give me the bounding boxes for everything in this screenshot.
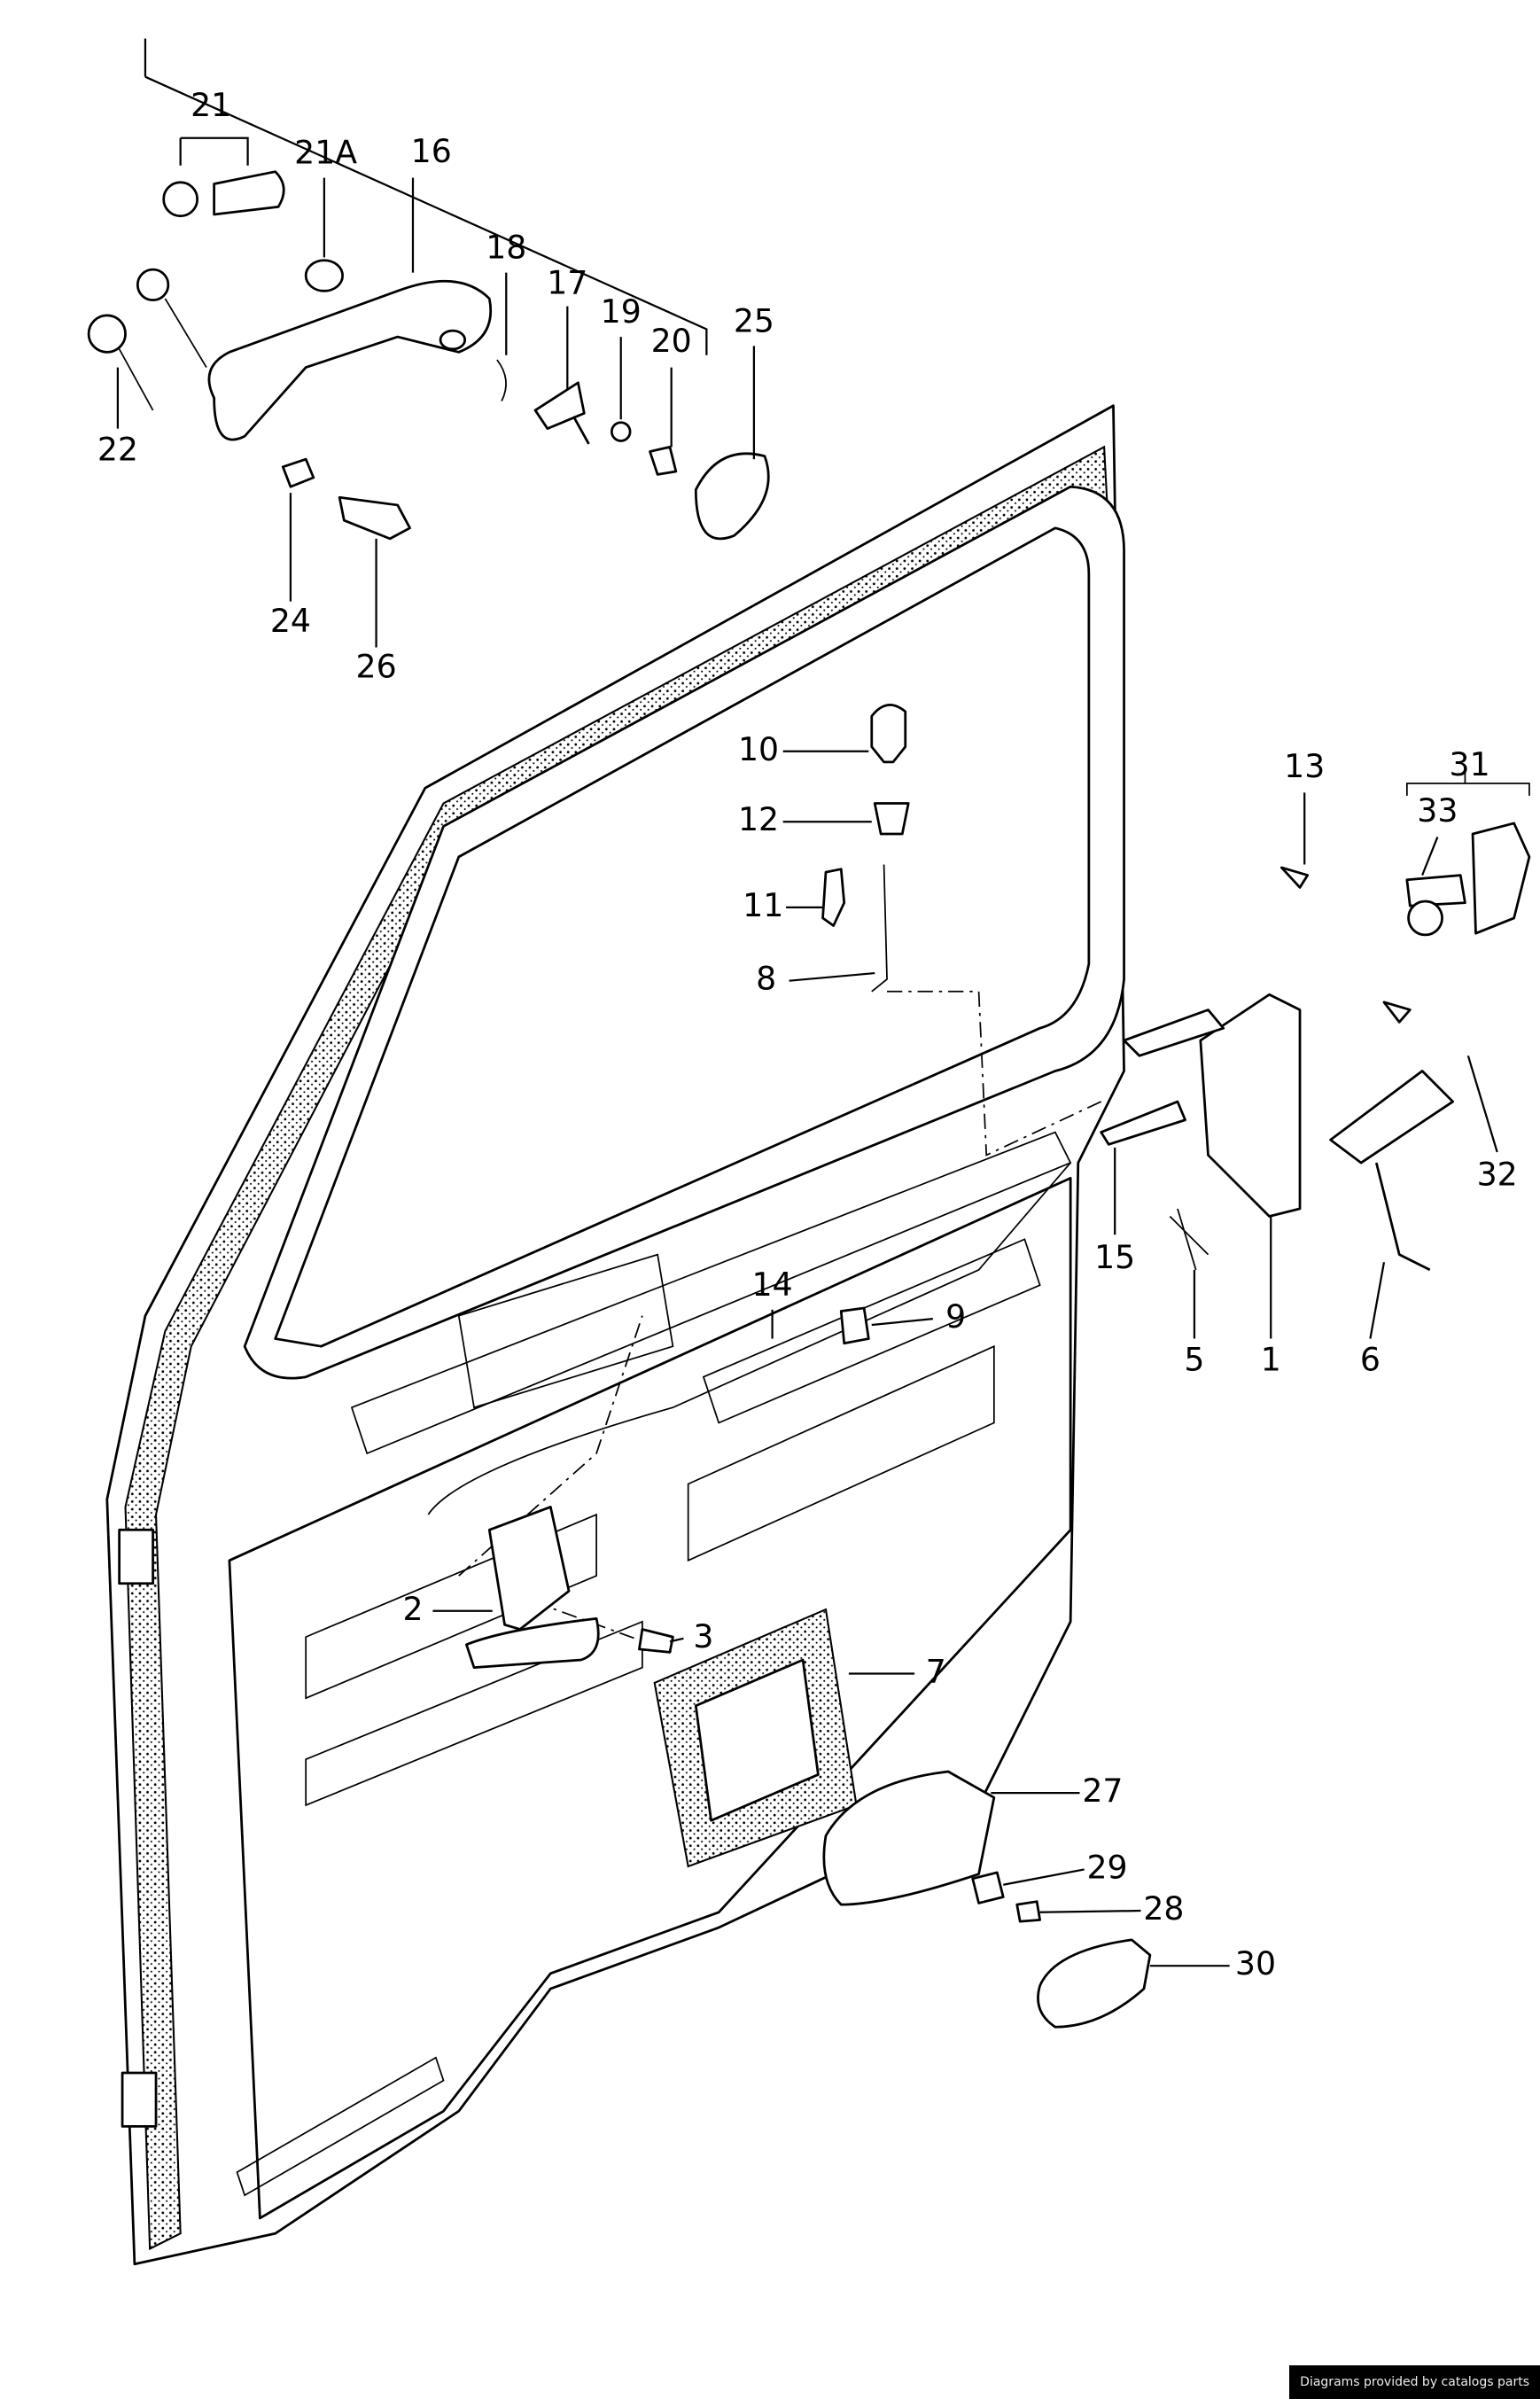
callout-25: 25 bbox=[734, 302, 774, 340]
callout-11: 11 bbox=[743, 886, 783, 924]
callout-21: 21 bbox=[191, 86, 231, 124]
callout-14: 14 bbox=[752, 1266, 793, 1304]
callout-18: 18 bbox=[486, 229, 526, 267]
callout-20: 20 bbox=[651, 322, 692, 360]
callout-22: 22 bbox=[97, 431, 138, 469]
callout-31: 31 bbox=[1450, 745, 1490, 783]
callout-32: 32 bbox=[1477, 1156, 1518, 1194]
callout-33: 33 bbox=[1417, 791, 1458, 830]
callout-6: 6 bbox=[1360, 1340, 1381, 1378]
callout-15: 15 bbox=[1094, 1238, 1135, 1276]
callout-2: 2 bbox=[402, 1590, 423, 1628]
door-shell bbox=[105, 404, 1125, 2266]
callout-28: 28 bbox=[1143, 1889, 1184, 1928]
callout-9: 9 bbox=[945, 1297, 966, 1336]
callout-19: 19 bbox=[601, 292, 642, 331]
callout-27: 27 bbox=[1082, 1772, 1123, 1810]
callout-7: 7 bbox=[926, 1653, 946, 1691]
callout-10: 10 bbox=[738, 730, 779, 768]
callout-5: 5 bbox=[1184, 1340, 1204, 1378]
callout-17: 17 bbox=[547, 263, 587, 301]
callout-24: 24 bbox=[270, 602, 311, 640]
leader-lines bbox=[116, 177, 1498, 1967]
callout-16: 16 bbox=[411, 132, 452, 170]
exterior-handle-assembly bbox=[87, 38, 770, 541]
callout-13: 13 bbox=[1284, 747, 1325, 785]
callout-3: 3 bbox=[693, 1617, 713, 1655]
callout-12: 12 bbox=[738, 800, 779, 838]
lock-mechanism-parts bbox=[465, 704, 1531, 2029]
callout-1: 1 bbox=[1261, 1340, 1281, 1378]
callout-30: 30 bbox=[1235, 1944, 1276, 1982]
callout-29: 29 bbox=[1087, 1848, 1128, 1886]
credit-badge: Diagrams provided by catalogs parts bbox=[1289, 2365, 1540, 2399]
callout-labels: 1 2 3 5 6 7 8 9 10 11 12 13 14 15 16 17 … bbox=[97, 86, 1518, 1982]
callout-21a: 21A bbox=[294, 134, 357, 172]
callout-8: 8 bbox=[756, 960, 776, 998]
callout-26: 26 bbox=[356, 648, 397, 686]
